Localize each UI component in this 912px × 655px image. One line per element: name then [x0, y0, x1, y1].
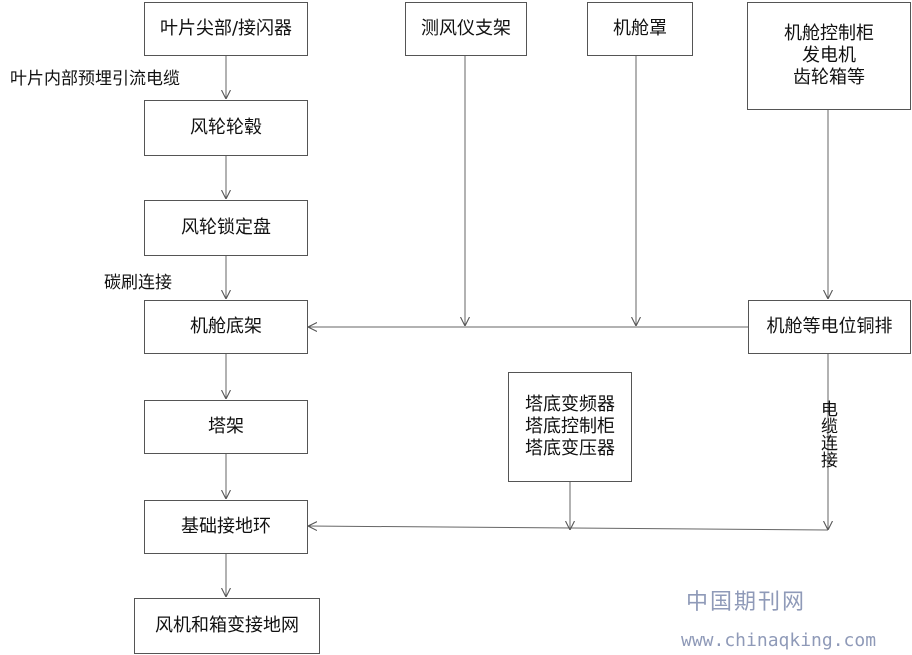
watermark-url: www.chinaqking.com — [681, 630, 877, 651]
tower-box: 塔架 — [144, 400, 308, 454]
anemometer-bracket-label: 测风仪支架 — [421, 18, 511, 39]
tower-base-equipment-box: 塔底变频器 塔底控制柜 塔底变压器 — [508, 372, 632, 482]
nacelle-equipment-line-3: 齿轮箱等 — [793, 67, 865, 88]
cable-connection-label: 电缆连接 — [817, 400, 837, 468]
tower-label: 塔架 — [208, 416, 244, 437]
nacelle-busbar-box: 机舱等电位铜排 — [748, 300, 911, 354]
nacelle-busbar-label: 机舱等电位铜排 — [766, 316, 893, 337]
tower-base-line-3: 塔底变压器 — [525, 438, 615, 459]
wind-rotor-hub-label: 风轮轮毂 — [190, 117, 262, 138]
arrow-to-foundation-ring — [308, 526, 829, 530]
foundation-ring-box: 基础接地环 — [144, 500, 308, 554]
wind-rotor-hub-box: 风轮轮毂 — [144, 100, 308, 156]
blade-tip-label: 叶片尖部/接闪器 — [159, 18, 293, 39]
nacelle-equipment-line-1: 机舱控制柜 — [784, 23, 874, 44]
nacelle-cover-label: 机舱罩 — [613, 18, 667, 39]
watermark-cn: 中国期刊网 — [686, 590, 807, 615]
carbon-brush-label: 碳刷连接 — [104, 273, 172, 293]
blade-tip-box: 叶片尖部/接闪器 — [144, 2, 308, 56]
nacelle-cover-box: 机舱罩 — [587, 2, 693, 56]
anemometer-bracket-box: 测风仪支架 — [405, 2, 527, 56]
tower-base-line-2: 塔底控制柜 — [525, 416, 615, 437]
blade-cable-label: 叶片内部预埋引流电缆 — [10, 69, 180, 89]
nacelle-frame-box: 机舱底架 — [144, 300, 308, 354]
grounding-grid-box: 风机和箱变接地网 — [134, 598, 320, 654]
nacelle-frame-label: 机舱底架 — [190, 316, 262, 337]
foundation-ring-label: 基础接地环 — [181, 516, 271, 537]
rotor-lock-disc-box: 风轮锁定盘 — [144, 200, 308, 256]
rotor-lock-disc-label: 风轮锁定盘 — [181, 217, 271, 238]
nacelle-equipment-line-2: 发电机 — [802, 45, 856, 66]
tower-base-line-1: 塔底变频器 — [525, 394, 615, 415]
grounding-grid-label: 风机和箱变接地网 — [155, 615, 299, 636]
nacelle-equipment-box: 机舱控制柜 发电机 齿轮箱等 — [747, 2, 911, 110]
